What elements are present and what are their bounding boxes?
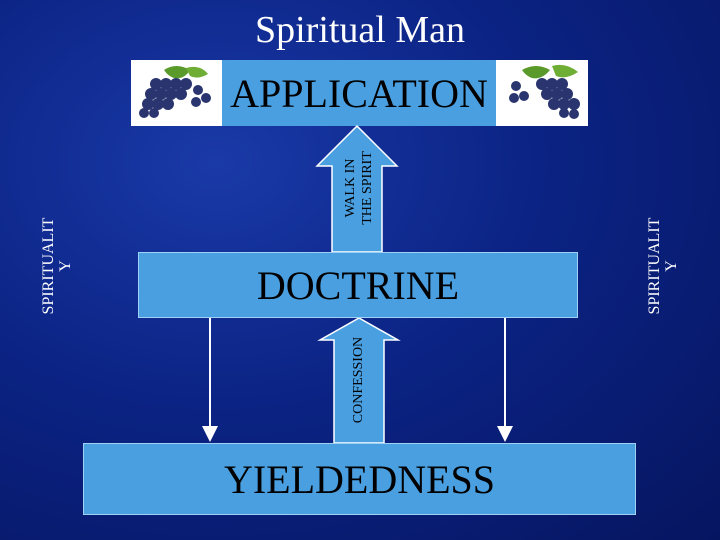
right-down-arrow xyxy=(497,426,513,442)
grapes-icon xyxy=(509,64,580,119)
confession-label: CONFESSION xyxy=(351,336,366,424)
application-box: APPLICATION xyxy=(222,60,496,126)
confession-arrow xyxy=(317,317,401,444)
yieldedness-box: YIELDEDNESS xyxy=(83,443,636,515)
doctrine-box: DOCTRINE xyxy=(138,252,578,318)
left-down-arrow xyxy=(202,426,218,442)
slide-title: Spiritual Man xyxy=(254,9,466,51)
right-spirituality-label: SPIRITUALIT Y xyxy=(646,217,680,315)
walk-arrow xyxy=(315,124,399,253)
grapes-icon xyxy=(139,66,211,118)
walk-in-spirit-label: WALK IN THE SPIRIT xyxy=(343,151,375,225)
left-spirituality-label: SPIRITUALIT Y xyxy=(40,217,74,315)
